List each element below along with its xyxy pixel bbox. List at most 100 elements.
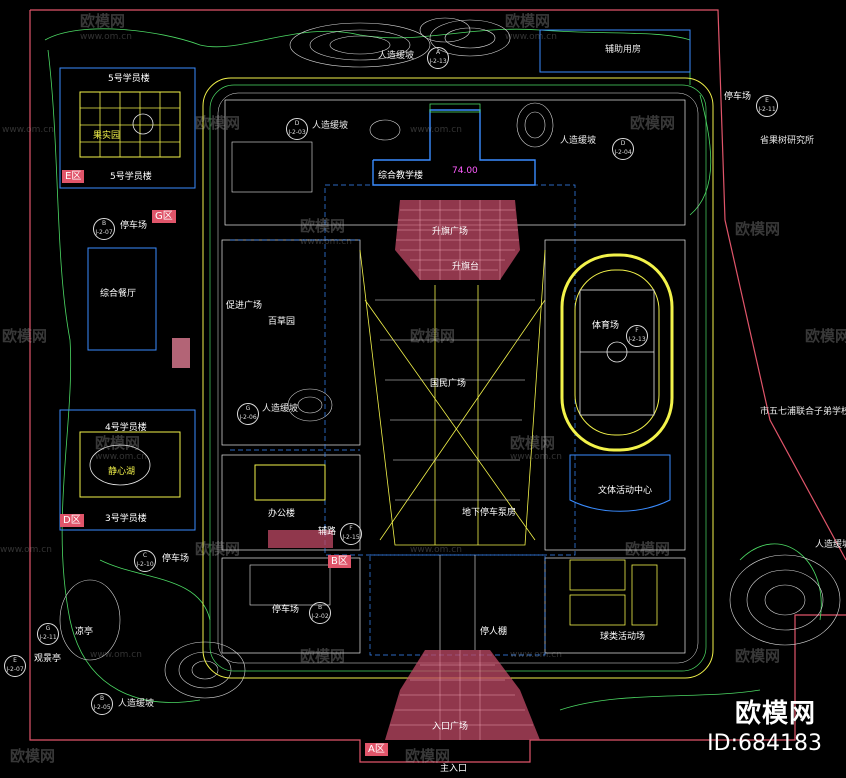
label-path-west: 辅路	[318, 527, 337, 537]
watermark-url: www.om.cn	[505, 32, 557, 42]
dining-hall-building	[87, 247, 157, 351]
watermark-url: www.om.cn	[510, 650, 562, 660]
watermark-url: www.om.cn	[0, 545, 52, 555]
landscape-greenery	[44, 28, 822, 711]
culture-center-building	[569, 454, 671, 512]
west-paving	[172, 338, 190, 368]
watermark-brand: 欧模网	[405, 747, 451, 765]
teaching-building	[372, 103, 536, 186]
office-paving	[268, 530, 333, 548]
zone-b-tag: B区	[328, 555, 351, 568]
label-parking-west: 停车场	[120, 221, 148, 231]
label-pavilion: 凉亭	[75, 627, 94, 637]
zone-a-tag: A区	[365, 743, 388, 756]
south-axis	[439, 555, 476, 650]
zone-e-tag: E区	[62, 170, 85, 183]
label-citizen-plaza: 国民广场	[430, 379, 467, 389]
watermark-brand: 欧模网	[410, 327, 456, 345]
watermark-url: www.om.cn	[300, 237, 352, 247]
label-dorm4: 4号学员楼	[105, 423, 147, 433]
label-dining-hall: 综合餐厅	[100, 289, 137, 299]
label-dorm5-bottom: 5号学员楼	[110, 172, 152, 182]
label-slope-top: 人造缓坡	[378, 51, 415, 61]
label-underground-parking: 地下停车泵房	[462, 508, 517, 518]
aux-building	[539, 29, 691, 73]
watermark-url: www.om.cn	[510, 452, 562, 462]
label-united-school: 市五七浦联合子弟学校	[760, 407, 846, 417]
label-parking-south: 停车场	[272, 605, 300, 615]
parking-ne-area	[231, 141, 313, 193]
label-sports-field: 体育场	[592, 321, 620, 331]
label-bike-parking: 停人棚	[480, 627, 508, 637]
watermark-url: www.om.cn	[410, 545, 462, 555]
label-viewing-pavilion: 观景亭	[34, 654, 62, 664]
label-welcome-plaza: 促进广场	[226, 301, 263, 311]
watermark-brand: 欧模网	[10, 747, 56, 765]
watermark-brand: 欧模网	[735, 220, 781, 238]
label-teaching-building: 综合教学楼	[378, 171, 424, 181]
watermark-brand: 欧模网	[300, 217, 346, 235]
label-entrance-plaza: 入口广场	[432, 722, 469, 732]
label-dorm3: 3号学员楼	[105, 514, 147, 524]
sports-field	[560, 253, 674, 452]
office-building	[254, 464, 326, 501]
dorm5-block	[59, 67, 196, 189]
label-parking-ne: 停车场	[724, 92, 752, 102]
watermark-url: www.om.cn	[410, 125, 462, 135]
central-plaza	[359, 249, 546, 546]
dorm34-block	[59, 409, 196, 531]
watermark-url: www.om.cn	[80, 32, 132, 42]
parking-south-area	[249, 564, 331, 606]
label-flag-platform: 升旗台	[452, 262, 480, 272]
label-parking-sw: 停车场	[162, 554, 190, 564]
label-slope-north: 人造缓坡	[312, 121, 349, 131]
label-office: 办公楼	[268, 509, 296, 519]
watermark-url: www.om.cn	[95, 452, 147, 462]
watermark-brand: 欧模网	[195, 114, 241, 132]
label-aux-building: 辅助用房	[605, 45, 642, 55]
label-slope-east: 人造缓坡	[815, 540, 846, 550]
label-heart-pond: 静心湖	[108, 467, 136, 477]
watermark-brand: 欧模网	[505, 12, 551, 30]
watermark-logo: 欧模网	[734, 699, 816, 729]
north-paving	[395, 200, 520, 280]
label-main-entrance: 主入口	[440, 764, 468, 774]
watermark-brand: 欧模网	[630, 114, 676, 132]
label-research-institute: 省果树研究所	[760, 136, 815, 146]
watermark-brand: 欧模网	[300, 647, 346, 665]
label-dorm5-top: 5号学员楼	[108, 74, 150, 84]
label-culture-center: 文体活动中心	[598, 486, 653, 496]
label-fruit-garden: 果实园	[93, 131, 121, 141]
zone-g-tag: G区	[152, 210, 176, 223]
watermark-brand: 欧模网	[805, 327, 846, 345]
label-hundred-sites: 百草园	[268, 317, 296, 327]
zone-d-tag: D区	[60, 514, 84, 527]
watermark-brand: 欧模网	[95, 434, 141, 452]
watermark-brand: 欧模网	[195, 540, 241, 558]
inner-blocks	[221, 99, 686, 654]
label-plaza-upper: 升旗广场	[432, 227, 469, 237]
watermark-brand: 欧模网	[510, 434, 556, 452]
property-boundary	[29, 9, 846, 763]
label-sports-courts: 球类活动场	[600, 632, 646, 642]
watermark-brand: 欧模网	[735, 647, 781, 665]
watermark-brand: 欧模网	[2, 327, 48, 345]
watermark-id: ID:684183	[707, 731, 822, 756]
label-elevation: 74.00	[452, 166, 478, 176]
entrance-paving	[385, 650, 540, 740]
contour-hills	[59, 17, 841, 699]
